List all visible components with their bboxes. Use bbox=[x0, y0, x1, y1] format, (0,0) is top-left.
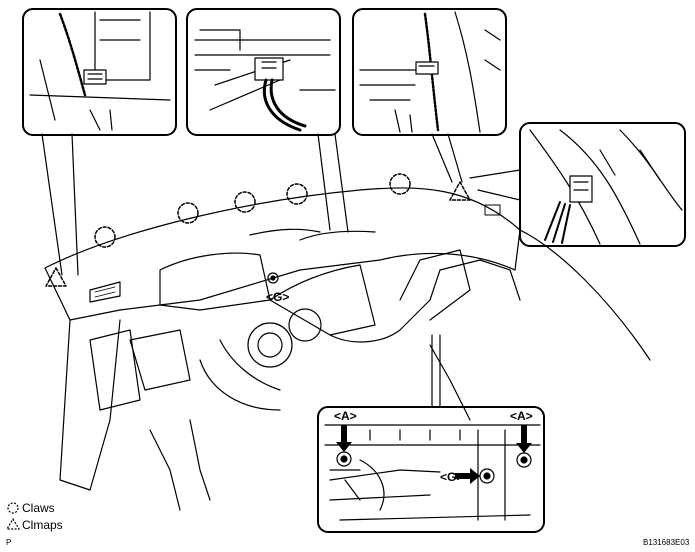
inset-bolts bbox=[317, 406, 545, 533]
claw-icon bbox=[286, 183, 308, 205]
arrow-icon bbox=[336, 425, 352, 452]
leader-line-4 bbox=[469, 169, 521, 201]
leader-line-5 bbox=[431, 334, 441, 408]
legend-claws-label: Claws bbox=[22, 501, 55, 515]
bolt-icon-center bbox=[483, 472, 491, 480]
claw-icon bbox=[234, 191, 256, 213]
clamp-icon bbox=[45, 267, 67, 287]
callout-a-right: <A> bbox=[510, 409, 533, 423]
inset-clamp-left bbox=[22, 8, 177, 136]
bolt-icon-center bbox=[340, 455, 348, 463]
claw-icon bbox=[389, 173, 411, 195]
leader-line-1 bbox=[41, 133, 79, 276]
inset-connector bbox=[186, 8, 341, 136]
legend-claw-icon bbox=[7, 502, 19, 514]
leader-line-2 bbox=[317, 133, 349, 233]
callout-g-inset: <G> bbox=[440, 470, 464, 484]
callout-a-left: <A> bbox=[334, 409, 357, 423]
bolt-icon-center bbox=[270, 275, 276, 281]
clamp-icon bbox=[449, 181, 471, 201]
inset-clamp-right bbox=[352, 8, 507, 136]
legend-clamps-label: Clmaps bbox=[22, 518, 63, 532]
leader-line-3 bbox=[431, 133, 463, 183]
instrument-panel bbox=[44, 187, 651, 511]
callout-g-main: <G> bbox=[266, 290, 290, 304]
inset-cable bbox=[519, 122, 686, 247]
corner-mark: P bbox=[6, 538, 12, 547]
bolt-icon-center bbox=[520, 456, 528, 464]
figure-code: B131683E03 bbox=[643, 538, 690, 547]
bolt-icon bbox=[267, 272, 279, 284]
arrow-icon bbox=[455, 468, 480, 484]
legend-clamp-icon bbox=[5, 517, 21, 530]
arrow-icon bbox=[516, 425, 532, 453]
claw-icon bbox=[177, 202, 199, 224]
claw-icon bbox=[94, 226, 116, 248]
